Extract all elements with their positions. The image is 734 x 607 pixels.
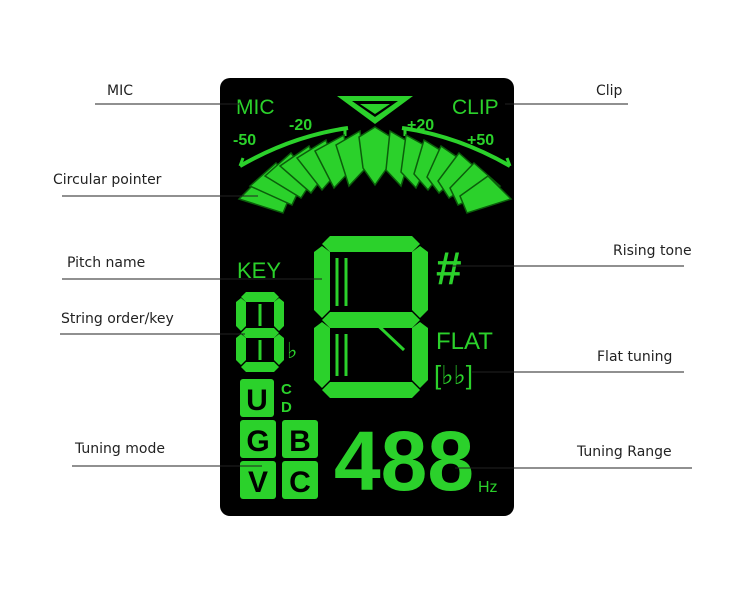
mode-letter-d-small: D bbox=[281, 399, 292, 416]
callout-flat-tuning: Flat tuning bbox=[597, 349, 672, 365]
pitch-digit bbox=[314, 236, 428, 398]
mode-box-g bbox=[240, 420, 276, 458]
mode-box-c bbox=[282, 461, 318, 499]
mode-letter-c: C bbox=[289, 466, 311, 499]
callout-tuning-mode: Tuning mode bbox=[74, 441, 165, 457]
callout-rising-tone: Rising tone bbox=[613, 243, 692, 259]
mode-letter-u: U bbox=[246, 384, 268, 417]
flat-label: FLAT bbox=[436, 328, 493, 355]
callout-mic: MIC bbox=[107, 83, 133, 99]
sharp-icon: # bbox=[436, 242, 462, 294]
tuning-mode-block: U C D G B V C bbox=[240, 379, 318, 499]
mode-letter-b: B bbox=[289, 425, 311, 458]
callout-clip: Clip bbox=[596, 83, 623, 99]
scale-label-plus50: +50 bbox=[467, 132, 494, 149]
callout-tuning-range: Tuning Range bbox=[576, 444, 672, 460]
scale-label-minus20: -20 bbox=[289, 117, 312, 134]
hz-unit-label: Hz bbox=[478, 479, 498, 496]
mode-letter-g: G bbox=[246, 425, 269, 458]
mode-letter-v: V bbox=[248, 466, 268, 499]
scale-label-minus50: -50 bbox=[233, 132, 256, 149]
mode-box-u bbox=[240, 379, 274, 417]
callout-pitch-name: Pitch name bbox=[67, 255, 145, 271]
flat-tuning-indicator: [♭♭] bbox=[434, 360, 473, 390]
mode-box-v bbox=[240, 461, 276, 499]
frequency-readout: 488 bbox=[334, 414, 474, 508]
scale-arc bbox=[238, 126, 512, 168]
callout-circular-pointer: Circular pointer bbox=[53, 172, 162, 188]
mode-box-b bbox=[282, 420, 318, 458]
callout-string-order-key: String order/key bbox=[61, 311, 174, 327]
circular-pointer bbox=[237, 126, 513, 214]
mic-indicator: MIC bbox=[236, 96, 275, 119]
center-triangle-icon bbox=[337, 96, 413, 124]
string-order-digit bbox=[236, 292, 284, 372]
clip-indicator: CLIP bbox=[452, 96, 499, 119]
pointer-segment bbox=[459, 175, 513, 214]
mode-letter-c-small: C bbox=[281, 381, 292, 398]
string-flat-icon: ♭ bbox=[287, 338, 297, 363]
